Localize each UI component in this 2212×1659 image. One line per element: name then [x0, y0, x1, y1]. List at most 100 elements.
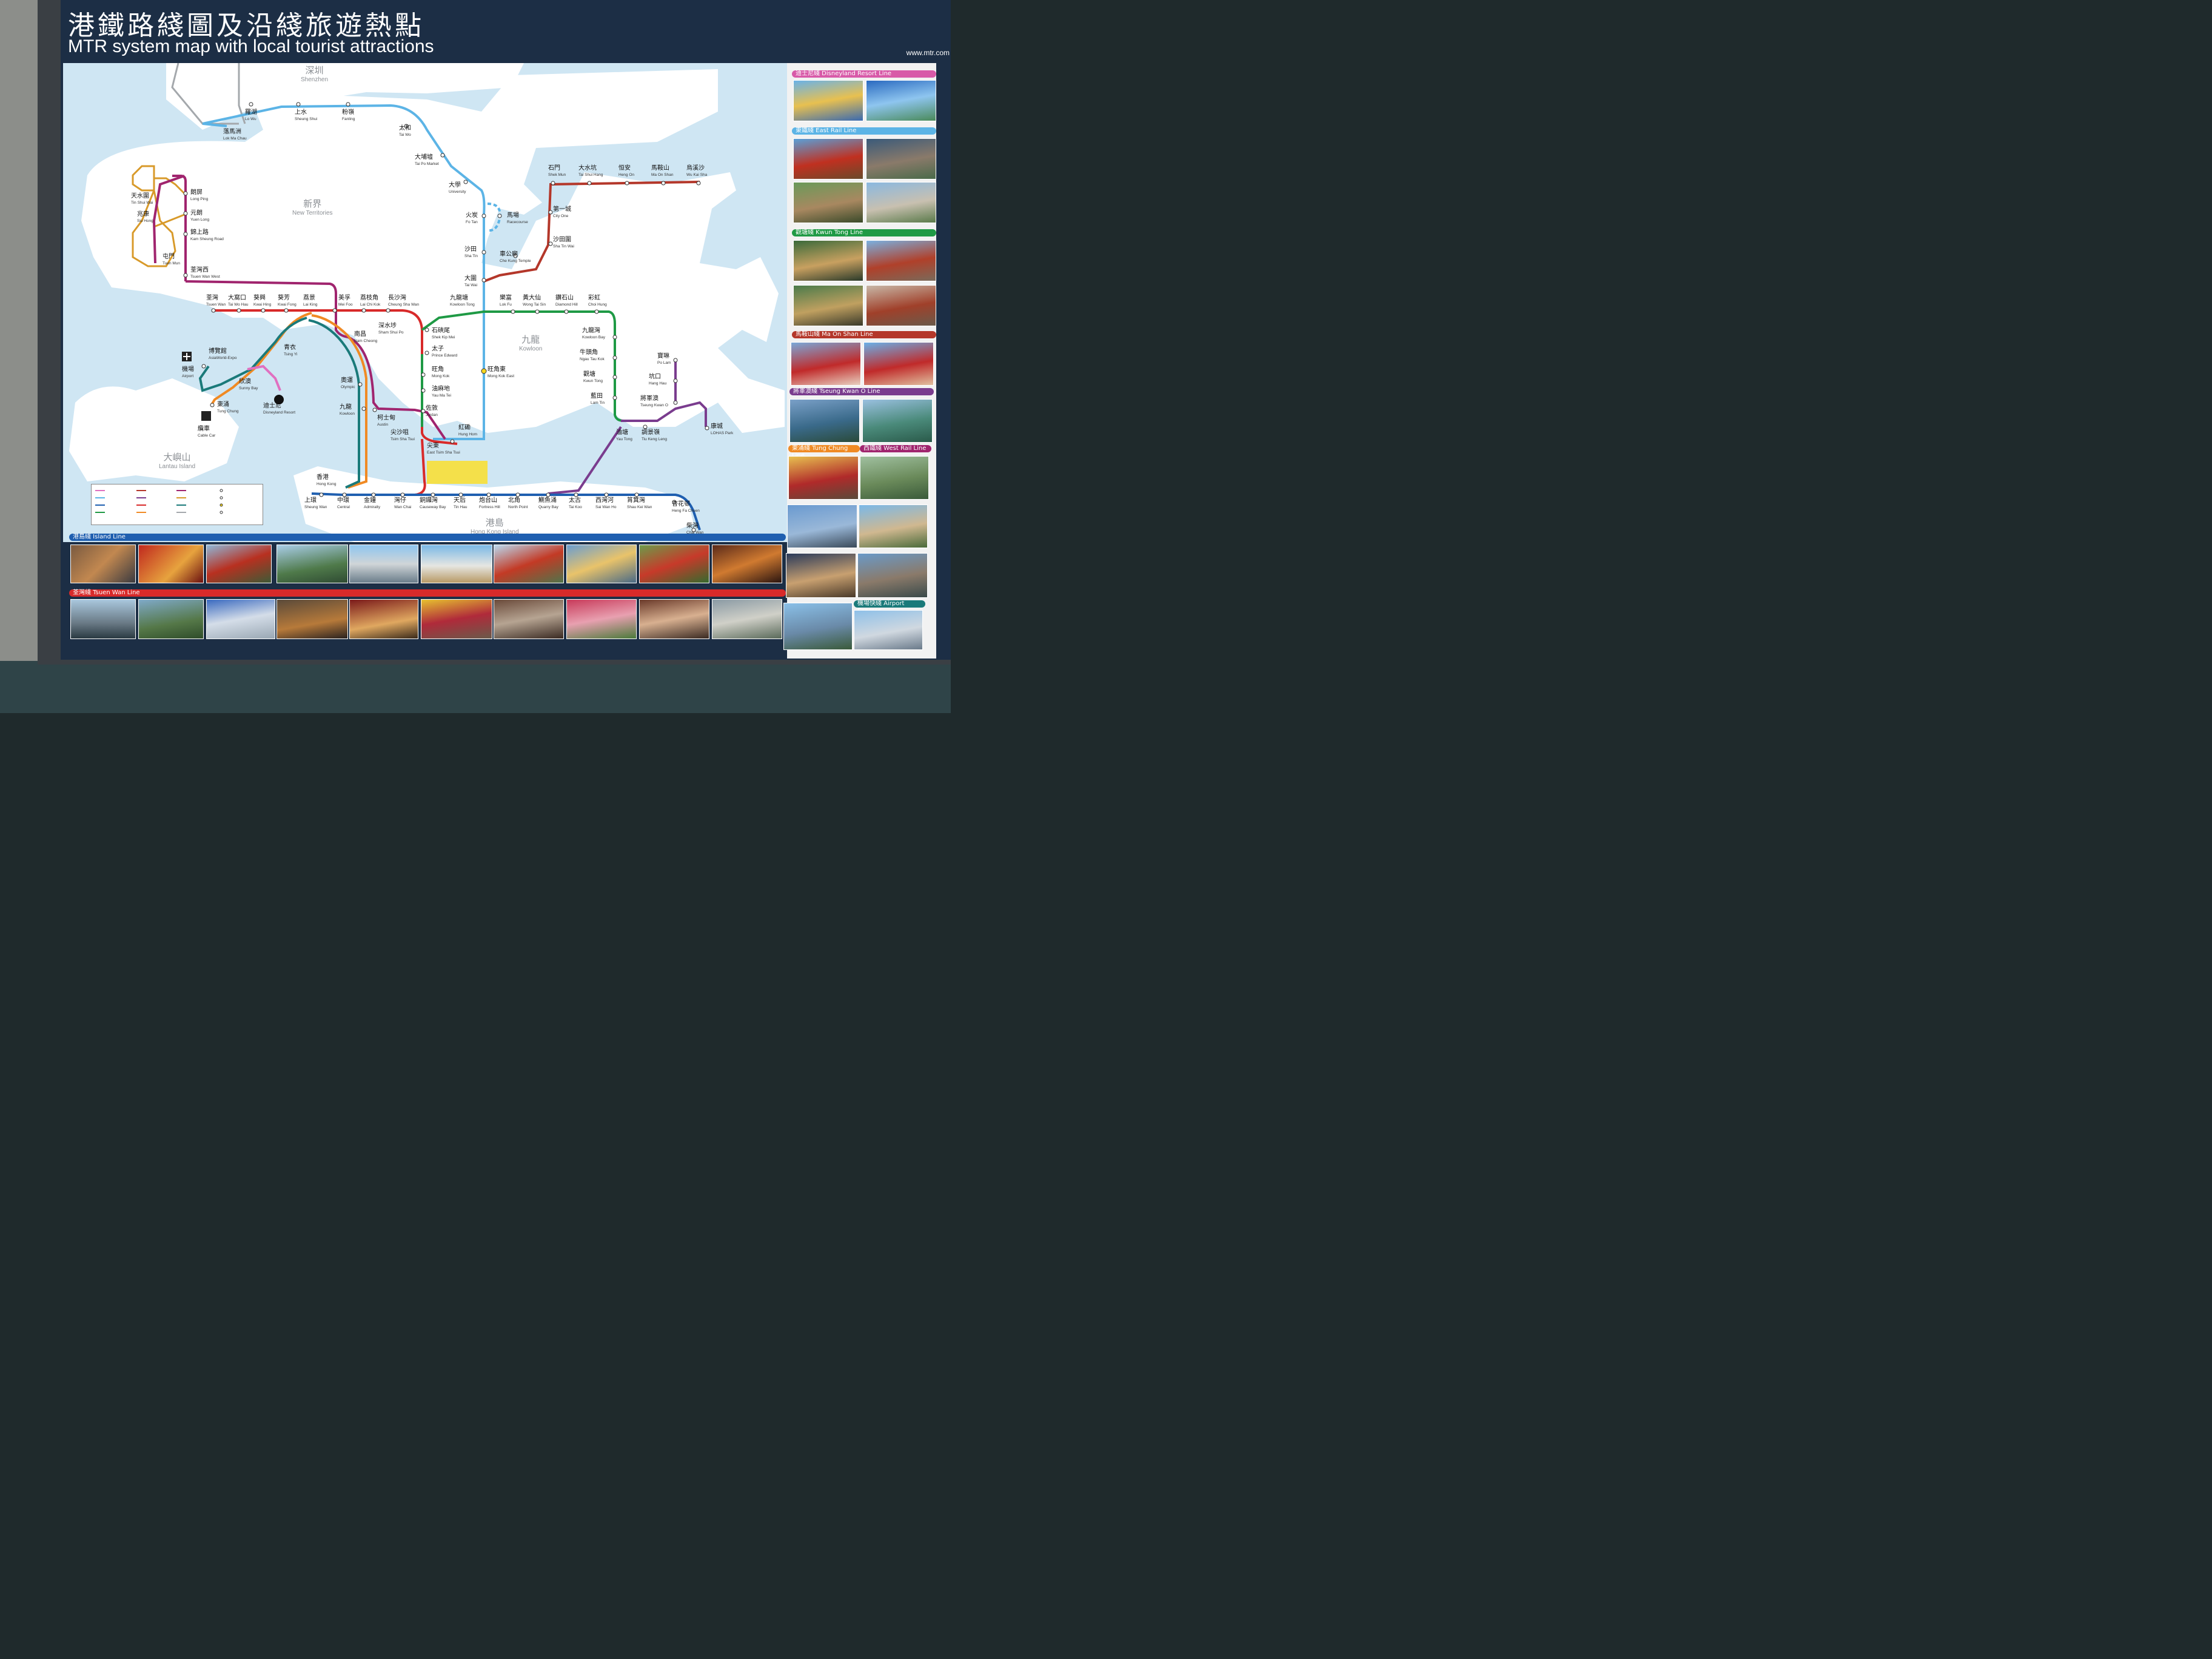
station-zh: 天后	[454, 497, 466, 504]
photo-attraction	[70, 545, 136, 583]
station-zh: 沙田圍	[553, 236, 571, 243]
station-zh: 屯門	[163, 253, 175, 260]
photo-attraction	[639, 545, 709, 583]
photo-attraction	[566, 599, 637, 639]
station-zh: 馬場	[507, 212, 519, 219]
photo-attraction	[138, 599, 204, 639]
airport-express-band: 機場快綫 Airport Express	[854, 600, 925, 614]
band-label: 觀塘綫 Kwun Tong Line	[796, 229, 863, 236]
band-label: 荃灣綫 Tsuen Wan Line	[73, 589, 140, 596]
photo-attraction	[866, 285, 936, 326]
station-zh: 深水埗	[378, 323, 397, 329]
station-en: Sha Tin Wai	[553, 244, 574, 249]
station-zh: 坑口	[649, 374, 661, 380]
